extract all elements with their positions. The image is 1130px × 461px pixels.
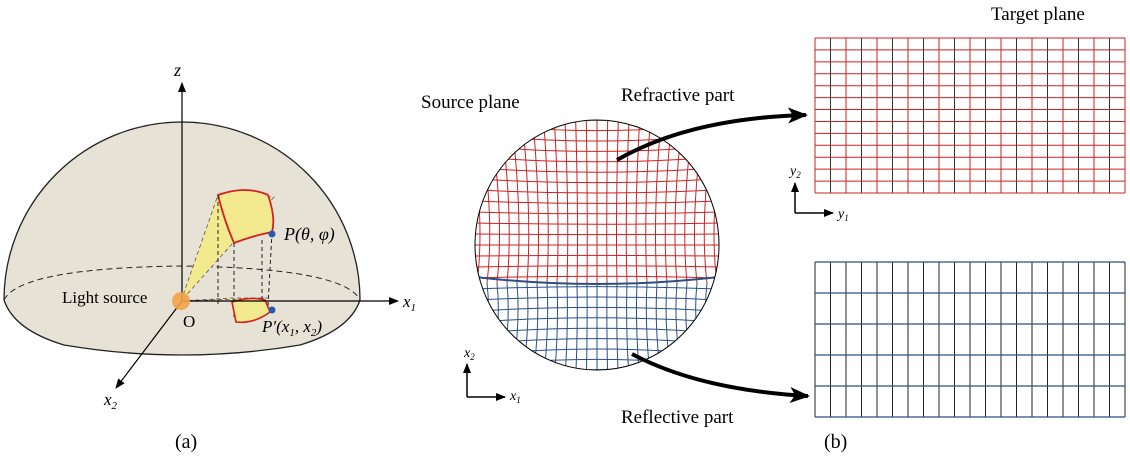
disc-grid-col-top	[684, 120, 695, 284]
point-P-label: P(θ, φ)	[283, 224, 335, 245]
disc-boundary	[475, 276, 719, 285]
disc-grid-col-top	[713, 120, 719, 284]
disc-grid-col-top	[606, 120, 609, 284]
source-disc-grid	[475, 120, 719, 370]
source-disc-outline	[474, 119, 720, 371]
refractive-part-label: Refractive part	[621, 85, 735, 106]
caption-b: (b)	[824, 431, 847, 453]
disc-grid-col-top	[532, 120, 539, 284]
disc-grid-col-bottom	[511, 282, 519, 370]
origin-label: O	[183, 312, 195, 331]
disc-grid-col-top	[664, 120, 673, 284]
light-source-label: Light source	[62, 288, 147, 307]
disc-grid-col-top	[478, 120, 491, 284]
source-plane-label: Source plane	[421, 92, 520, 113]
src-y-label: x2	[463, 346, 475, 362]
point-Pprime	[268, 306, 276, 314]
disc-grid-col-top	[521, 120, 530, 284]
disc-grid-col-bottom	[665, 282, 672, 370]
disc-grid-col-top	[499, 120, 510, 284]
z-axis-label: z	[173, 60, 181, 80]
disc-grid-col-bottom	[714, 282, 719, 370]
disc-grid-col-bottom	[490, 282, 499, 370]
disc-grid-col-top	[542, 120, 549, 284]
disc-grid-col-bottom	[585, 282, 588, 370]
disc-grid-col-top	[553, 120, 559, 284]
src-x-label: x1	[509, 389, 521, 405]
disc-grid-col-bottom	[564, 282, 568, 370]
disc-grid-col-bottom	[479, 282, 489, 370]
disc-grid-col-top	[674, 120, 684, 284]
disc-grid-col-bottom	[575, 282, 578, 370]
x1-axis-label: x1	[402, 292, 416, 314]
disc-grid-col-bottom	[616, 282, 619, 370]
disc-grid-row	[475, 120, 719, 121]
tgt-y-label: y2	[788, 164, 801, 180]
x2-axis	[115, 300, 183, 389]
disc-grid-col-top	[703, 120, 716, 284]
disc-grid-col-top	[575, 120, 578, 284]
refractive-arrow	[616, 107, 808, 162]
disc-grid-col-top	[585, 120, 588, 284]
point-P	[268, 230, 276, 238]
disc-grid-col-top	[510, 120, 520, 284]
panel-b: Source plane Target plane Refractive par…	[421, 4, 1126, 453]
disc-grid-col-bottom	[705, 282, 715, 370]
disc-grid-col-top	[645, 120, 652, 284]
disc-grid-col-bottom	[675, 282, 683, 370]
disc-grid-col-bottom	[522, 282, 529, 370]
x2-axis-label: x2	[103, 390, 118, 412]
disc-grid-col-top	[694, 120, 705, 284]
disc-grid-col-top	[625, 120, 630, 284]
panel-a: z x1 x2 P(θ, φ) P′(x1, x2) Light source …	[3, 60, 416, 453]
point-Pprime-label: P′(x1, x2)	[261, 317, 322, 339]
disc-grid-col-top	[635, 120, 641, 284]
target-plane-label: Target plane	[991, 4, 1085, 25]
tgt-x-label: y1	[836, 207, 849, 223]
disc-grid-col-top	[475, 120, 481, 284]
reflective-arrow	[631, 352, 810, 403]
disc-grid-col-top	[616, 120, 619, 284]
disc-grid-col-top	[564, 120, 569, 284]
target-grid-refractive	[814, 37, 1126, 194]
disc-grid-col-top	[489, 120, 500, 284]
disc-grid-col-bottom	[695, 282, 704, 370]
disc-grid-col-bottom	[606, 282, 609, 370]
disc-grid-col-bottom	[626, 282, 630, 370]
light-source-marker	[172, 292, 190, 310]
reflective-part-label: Reflective part	[621, 407, 734, 428]
target-grid-reflective	[814, 261, 1126, 418]
caption-a: (a)	[175, 431, 197, 453]
